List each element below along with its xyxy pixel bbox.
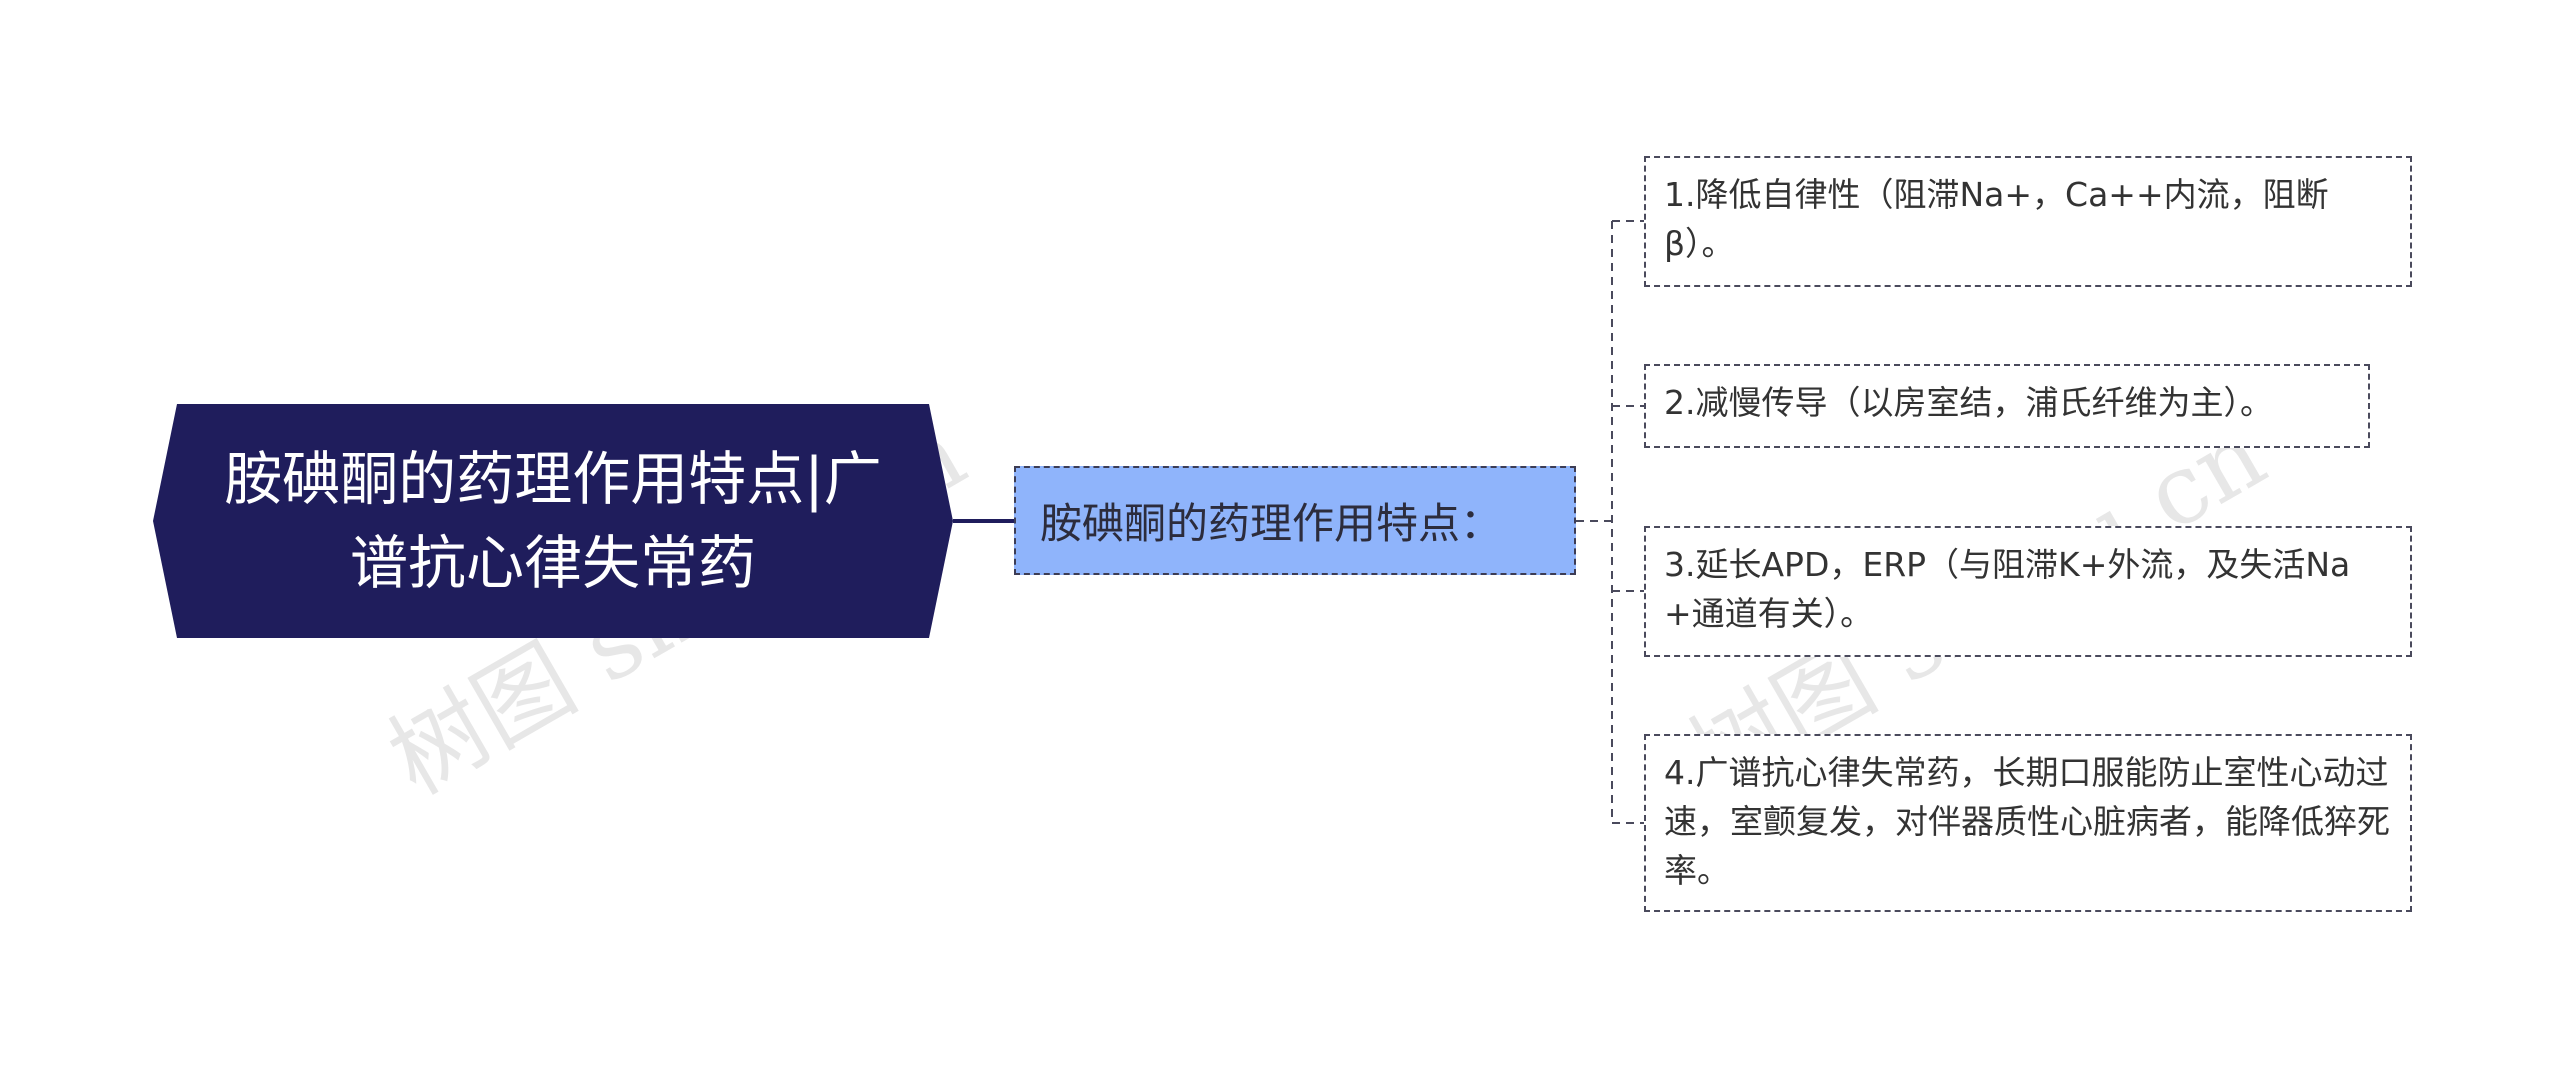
leaf-node-4-label: 4.广谱抗心律失常药，长期口服能防止室性心动过速，室颤复发，对伴器质性心脏病者，… xyxy=(1664,753,2390,890)
leaf-node-1[interactable]: 1.降低自律性（阻滞Na+，Ca++内流，阻断β）。 xyxy=(1644,156,2412,287)
leaf-node-2[interactable]: 2.减慢传导（以房室结，浦氏纤维为主）。 xyxy=(1644,364,2370,448)
branch-node-label: 胺碘酮的药理作用特点： xyxy=(1040,499,1503,548)
leaf-node-2-label: 2.减慢传导（以房室结，浦氏纤维为主）。 xyxy=(1664,383,2273,422)
leaf-node-3[interactable]: 3.延长APD，ERP（与阻滞K+外流，及失活Na+通道有关）。 xyxy=(1644,526,2412,657)
root-node-label: 胺碘酮的药理作用特点|广 谱抗心律失常药 xyxy=(224,437,882,605)
root-node[interactable]: 胺碘酮的药理作用特点|广 谱抗心律失常药 xyxy=(153,404,953,638)
leaf-node-4[interactable]: 4.广谱抗心律失常药，长期口服能防止室性心动过速，室颤复发，对伴器质性心脏病者，… xyxy=(1644,734,2412,912)
root-node-line-1: 胺碘酮的药理作用特点|广 xyxy=(224,445,882,513)
root-node-line-2: 谱抗心律失常药 xyxy=(349,529,756,597)
leaf-node-1-label: 1.降低自律性（阻滞Na+，Ca++内流，阻断β）。 xyxy=(1664,175,2329,263)
branch-node[interactable]: 胺碘酮的药理作用特点： xyxy=(1014,466,1576,575)
mid-to-leaves-connector xyxy=(1576,220,1644,824)
leaf-node-3-label: 3.延长APD，ERP（与阻滞K+外流，及失活Na+通道有关）。 xyxy=(1664,545,2351,633)
